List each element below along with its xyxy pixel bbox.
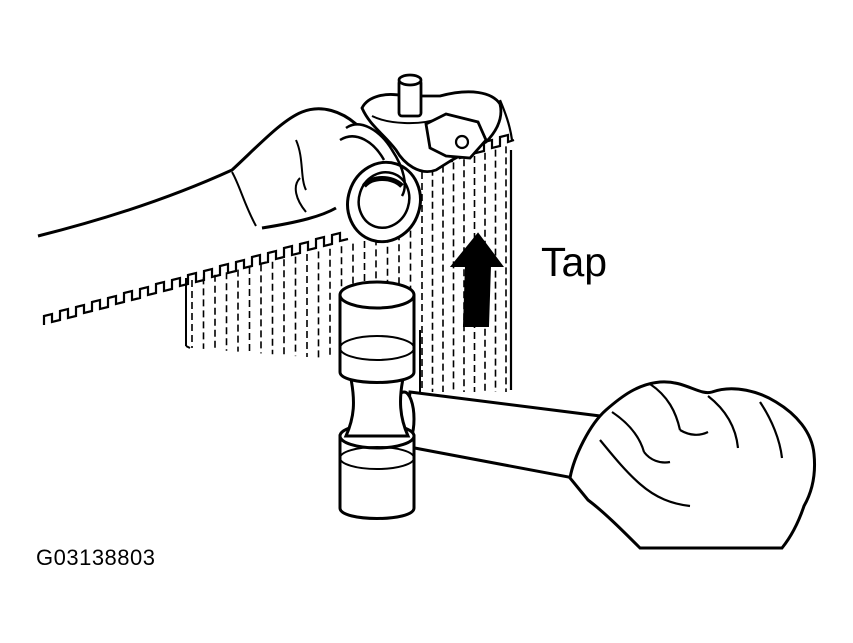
hammer-upper-head-band: [339, 335, 415, 361]
radiator-hose: [37, 107, 422, 270]
figure-id: G03138803: [36, 545, 156, 570]
hose-bottom-line: [261, 206, 337, 230]
hose-crease: [231, 139, 307, 227]
hammer-upper-head: [338, 294, 416, 384]
hammer-lower-head-band: [339, 446, 415, 470]
bracket-hole: [454, 134, 470, 150]
hand-outline: [568, 380, 816, 550]
tank-serrated-edge-lower: [42, 231, 349, 325]
tank-top-rail: [498, 99, 514, 141]
hammer-upper-head-top: [338, 280, 416, 310]
hammer-lower-head: [338, 434, 416, 520]
plastic-hammer: [338, 280, 618, 520]
hose-body: [38, 108, 388, 270]
hose-top-line: [37, 107, 357, 238]
hose-end-inner: [357, 171, 411, 229]
radiator-filler-neck: [360, 73, 503, 173]
tap-label: Tap: [541, 239, 608, 285]
direction-arrow-up-icon: [449, 232, 504, 327]
hose-end-shadow: [362, 176, 404, 188]
hand-thumb: [599, 439, 691, 508]
hand-finger-creases: [611, 383, 784, 464]
mount-bracket: [424, 112, 488, 160]
hammer-neck: [343, 372, 411, 438]
radiator-core-outline: [185, 278, 421, 392]
neck-pipe-top: [397, 73, 423, 87]
hose-clamp: [339, 123, 406, 197]
hand-icon: [568, 380, 816, 550]
